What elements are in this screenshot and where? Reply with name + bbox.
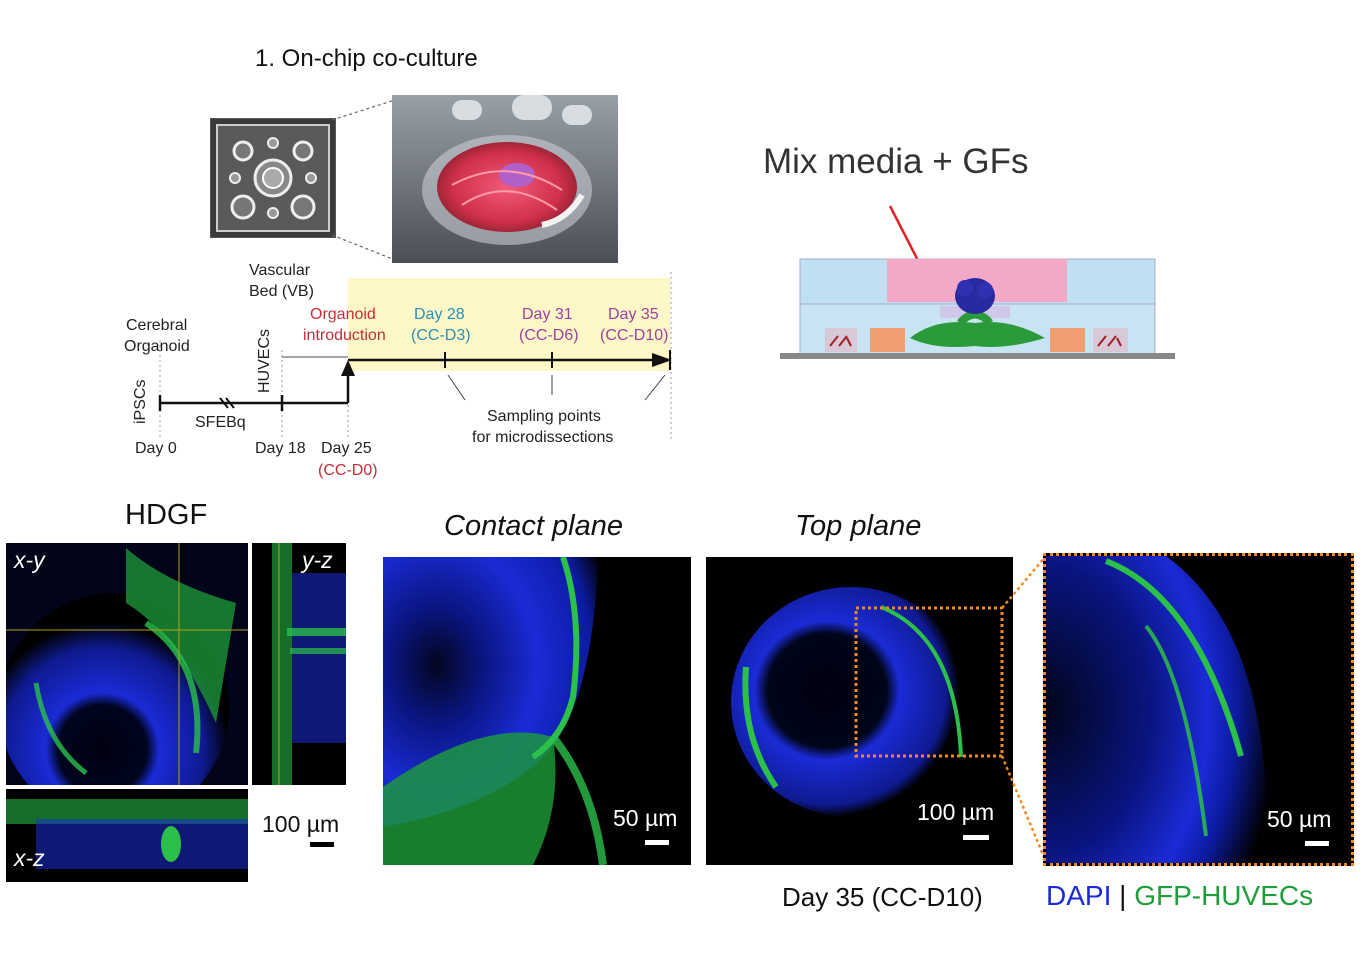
label-day28-sub: (CC-D3): [411, 327, 471, 344]
scale-bar-100-left: [310, 842, 334, 847]
panel-top-plane: 100 µm: [706, 557, 1013, 865]
label-sampling-1: Sampling points: [487, 408, 601, 425]
scale-label-50-contact: 50 µm: [613, 805, 678, 831]
label-organoid-intro-1: Organoid: [310, 306, 376, 323]
timeline-highlight: [348, 278, 670, 371]
panel-yz: y-z: [252, 543, 346, 785]
timeline-axis: [158, 340, 672, 440]
top-plane-title: Top plane: [795, 510, 922, 542]
panel-xz: x-z: [6, 789, 248, 882]
label-cerebral-organoid-1: Cerebral: [126, 317, 188, 334]
zoom-box-connectors: [1000, 555, 1048, 863]
scale-bar-50-contact: [645, 840, 669, 845]
contact-plane-title: Contact plane: [444, 510, 623, 542]
label-day31: Day 31: [522, 306, 573, 323]
label-cerebral-organoid-2: Organoid: [124, 338, 190, 355]
scale-bar-100-top: [963, 835, 989, 840]
figure-title: 1. On-chip co-culture: [255, 45, 478, 72]
label-organoid-intro-2: introduction: [303, 327, 386, 344]
scale-label-100-left: 100 µm: [262, 811, 340, 837]
legend-gfp: GFP-HUVECs: [1134, 880, 1314, 911]
label-day25: Day 25: [321, 440, 372, 457]
panel-xy: x-y: [6, 543, 248, 785]
label-vascular-bed-2: Bed (VB): [249, 283, 314, 300]
legend: DAPI | GFP-HUVECs: [1046, 880, 1313, 912]
label-xz: x-z: [14, 845, 45, 871]
panel-zoom: 50 µm: [1043, 553, 1354, 866]
legend-separator: |: [1119, 880, 1127, 911]
zoom-connector-lines: [331, 99, 396, 261]
label-day35: Day 35: [608, 306, 659, 323]
schematic-title: Mix media + GFs: [763, 142, 1029, 181]
label-vascular-bed-1: Vascular: [249, 262, 311, 279]
device-schematic: [780, 205, 1175, 359]
chip-render: [392, 95, 618, 263]
label-sfebq: SFEBq: [195, 414, 246, 431]
label-day0: Day 0: [135, 440, 177, 457]
hdgf-title: HDGF: [125, 499, 208, 531]
scale-label-50-zoom: 50 µm: [1267, 806, 1332, 832]
panel-contact-plane: 50 µm: [383, 557, 691, 865]
timeline-dotted-edge: [670, 272, 672, 440]
scale-label-100-top: 100 µm: [917, 799, 995, 825]
label-day18: Day 18: [255, 440, 306, 457]
scale-bar-50-zoom: [1305, 841, 1329, 846]
label-day31-sub: (CC-D6): [519, 327, 579, 344]
day35-caption: Day 35 (CC-D10): [782, 882, 983, 912]
chip-photo: [210, 118, 336, 238]
label-day28: Day 28: [414, 306, 465, 323]
label-ipscs: iPSCs: [132, 379, 149, 424]
label-day25-sub: (CC-D0): [318, 462, 378, 479]
label-day35-sub: (CC-D10): [600, 327, 669, 344]
label-xy: x-y: [14, 547, 45, 573]
label-sampling-2: for microdissections: [472, 429, 614, 446]
label-yz: y-z: [302, 547, 333, 573]
legend-dapi: DAPI: [1046, 880, 1112, 911]
